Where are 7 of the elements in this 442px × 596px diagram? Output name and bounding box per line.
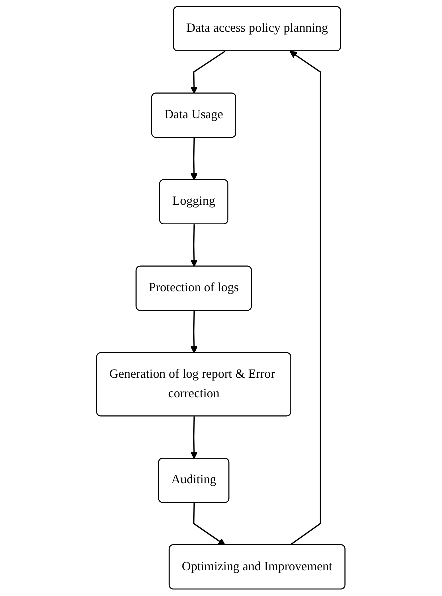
arrow — [190, 138, 198, 181]
arrow — [190, 416, 198, 460]
arrow — [190, 50, 226, 94]
arrow — [193, 503, 226, 546]
arrow — [190, 224, 198, 268]
arrow — [190, 311, 198, 354]
arrow — [290, 51, 322, 546]
